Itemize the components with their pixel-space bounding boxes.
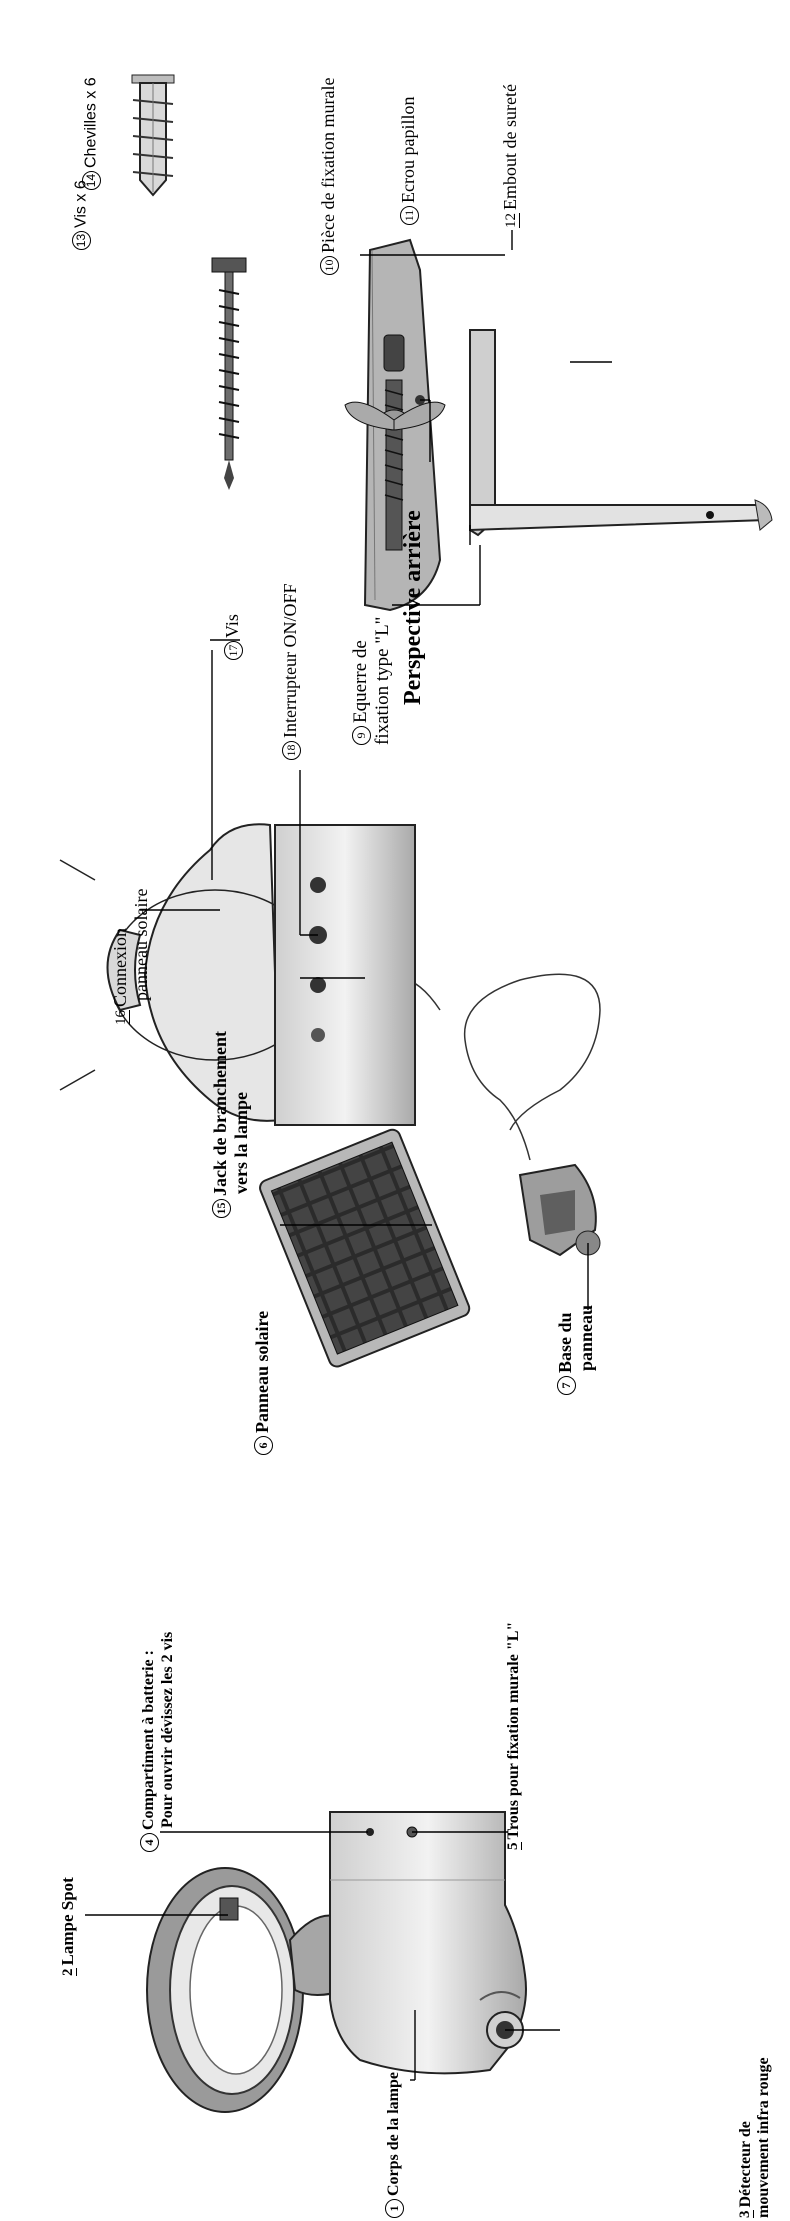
label-anchors: 14 Chevilles x 6 [82,77,101,190]
part-number-9: 9 [352,726,372,745]
part-number-10: 10 [320,256,340,275]
label-text: Panneau solaire [252,1310,272,1433]
label-mount-holes: 5 Trous pour fixation murale "L" [505,1622,523,1850]
label-text: Détecteur de [737,2121,754,2208]
label-screws: 13Vis x 6 [72,180,91,250]
part-number-18: 18 [282,741,302,760]
part-number-7: 7 [557,1376,577,1395]
label-text: Connexion [110,928,130,1007]
label-on-off-switch: 18 Interrupteur ON/OFF [280,583,302,760]
label-battery-compartment: 4 Compartiment à batterie : Pour ouvrir d… [140,1632,177,1852]
label-text: Jack de branchement [210,1031,230,1196]
label-rear-screw: 17 Vis [222,614,244,660]
rear-lamp-illustration [59,823,416,1126]
label-text: Vis [222,614,242,638]
lamp-illustration [146,1811,527,2113]
part-number-15: 15 [212,1199,232,1218]
label-text: Corps de la lampe [385,2072,403,2196]
part-number-3: 3 [737,2210,755,2218]
label-text: Compartiment à batterie : [140,1650,158,1830]
label-motion-sensor: 3 Détecteur de mouvement infra rouge [737,2057,774,2218]
label-l-bracket: 9 Equerre de fixation type "L" [350,617,394,745]
part-number-14: 14 [82,171,101,190]
label-text: Embout de sureté [500,84,520,210]
label-text: Ecrou papillon [398,96,418,203]
part-number-5: 5 [505,1842,523,1850]
label-text: Lampe Spot [58,1877,77,1966]
label-solar-panel: 6 Panneau solaire [252,1310,274,1455]
label-text: Equerre de [350,640,371,723]
label-wall-mount: 10 Pièce de fixation murale [318,77,340,275]
label-text: Chevilles x 6 [82,77,100,168]
label-text: Pièce de fixation murale [318,77,338,253]
part-number-1: 1 [385,2199,404,2218]
label-safety-cap: 12 Embout de sureté [500,84,521,228]
label-solar-connection: 16 Connexion panneau solaire [110,889,151,1025]
part-number-2: 2 [60,1968,78,1976]
label-lamp-body: 1 Corps de la lampe [385,2072,404,2218]
label-wing-nut: 11 Ecrou papillon [398,96,420,225]
page-title: Perspective arrière [400,510,426,705]
label-panel-base: 7 Base du panneau [555,1305,597,1395]
screw-and-anchor-illustration [131,74,247,490]
part-number-12: 12 [502,213,520,228]
part-number-6: 6 [254,1436,274,1455]
label-text-line2: panneau [576,1304,597,1371]
mounting-hardware-illustration [344,238,773,612]
part-number-16: 16 [112,1010,130,1025]
label-text-line2: mouvement infra rouge [755,2057,773,2218]
label-text-line2: vers la lampe [231,1092,252,1194]
label-text: Interrupteur ON/OFF [280,583,300,738]
part-number-4: 4 [140,1833,159,1852]
label-text: Base du [555,1312,575,1373]
leader-lines [85,230,612,2081]
label-text-line2: Pour ouvrir dévissez les 2 vis [159,1631,176,1828]
label-text-line2: fixation type "L" [371,616,393,745]
label-text: Trous pour fixation murale "L" [505,1621,522,1840]
part-number-11: 11 [400,206,420,225]
solar-panel-illustration [259,965,601,1368]
label-text-line2: panneau solaire [130,888,151,1001]
part-number-13: 13 [72,231,91,250]
part-number-17: 17 [224,641,244,660]
label-jack: 15 Jack de branchement vers la lampe [210,1031,252,1218]
label-spot-lamp: 2 Lampe Spot [58,1877,78,1976]
